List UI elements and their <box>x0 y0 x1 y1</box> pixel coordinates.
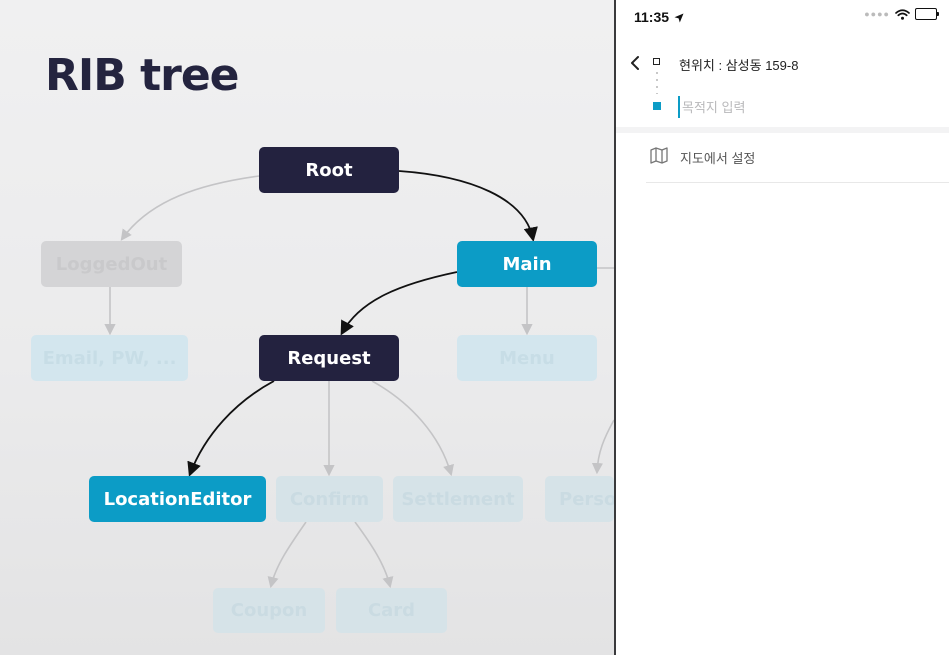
edge-confirm-to-coupon <box>267 521 307 589</box>
status-indicators: ●●●● <box>864 8 939 20</box>
node-email-pw: Email, PW, ... <box>31 335 188 381</box>
slide-panel: RIB tree Root Main LoggedOut Email, PW, … <box>31 50 614 633</box>
slide-title: RIB tree <box>45 50 240 101</box>
node-perso: Perso <box>545 476 614 522</box>
node-loggedout: LoggedOut <box>41 241 182 287</box>
node-card: Card <box>336 588 447 633</box>
tree-edges <box>104 170 614 589</box>
battery-icon <box>915 8 939 20</box>
wifi-icon <box>895 8 910 20</box>
node-main: Main <box>457 241 597 287</box>
back-chevron-icon[interactable] <box>627 53 645 73</box>
origin-location[interactable]: 현위치 : 삼성동 159-8 <box>679 58 799 73</box>
set-on-map-button[interactable]: 지도에서 설정 <box>646 138 949 183</box>
node-confirm: Confirm <box>276 476 383 522</box>
map-icon <box>650 147 668 164</box>
edge-main-to-perso <box>597 267 614 472</box>
edge-request-to-locationeditor <box>187 380 275 477</box>
phone-screen: 11:35 ●●●● 현위치 : 삼성동 159-8 지도에서 설정 <box>614 0 949 655</box>
node-menu: Menu <box>457 335 597 381</box>
signal-icon: ●●●● <box>864 9 890 19</box>
status-time: 11:35 <box>634 9 684 25</box>
location-arrow-icon <box>674 13 684 23</box>
destination-input[interactable] <box>678 96 932 118</box>
edge-request-to-settlement <box>371 380 454 477</box>
node-settlement: Settlement <box>393 476 523 522</box>
section-divider <box>616 127 949 133</box>
origin-marker-icon <box>653 58 660 65</box>
route-connector <box>656 72 658 94</box>
destination-marker-icon <box>653 102 661 110</box>
edge-confirm-to-card <box>354 521 394 589</box>
node-root: Root <box>259 147 399 193</box>
edge-root-to-loggedout <box>120 175 260 241</box>
node-location-editor: LocationEditor <box>89 476 266 522</box>
edge-main-to-request <box>340 271 458 336</box>
set-on-map-label: 지도에서 설정 <box>680 151 756 166</box>
node-coupon: Coupon <box>213 588 325 633</box>
edge-root-to-main <box>398 170 538 242</box>
node-request: Request <box>259 335 399 381</box>
